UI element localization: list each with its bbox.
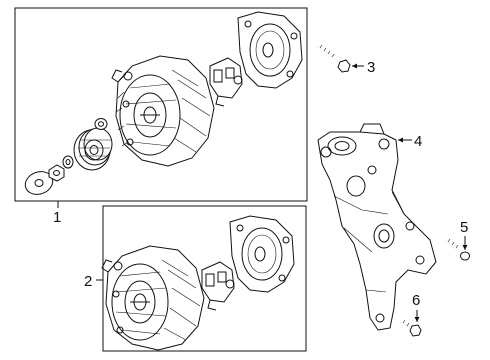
rear-cover-1 xyxy=(237,11,303,89)
callout-3: 3 xyxy=(367,59,375,76)
mounting-bracket xyxy=(317,123,437,331)
voltage-regulator-2 xyxy=(201,261,235,311)
box-assembly-2 xyxy=(102,205,307,352)
callout-6: 6 xyxy=(412,292,420,309)
callout-1: 1 xyxy=(53,209,61,226)
leader-5 xyxy=(462,236,468,250)
bolt-3 xyxy=(315,44,351,73)
alternator-1 xyxy=(111,55,215,167)
pulley xyxy=(73,127,113,171)
alternator-2 xyxy=(101,245,205,351)
callout-5: 5 xyxy=(460,219,468,236)
callout-2: 2 xyxy=(84,273,92,290)
callout-4: 4 xyxy=(414,133,422,150)
spacer-washer xyxy=(62,155,74,169)
leader-3 xyxy=(352,63,364,69)
bolt-5 xyxy=(443,238,470,261)
box-assembly-1 xyxy=(14,7,308,202)
nut xyxy=(48,164,65,182)
washer xyxy=(24,171,54,195)
leader-4 xyxy=(398,137,412,143)
leader-6 xyxy=(414,310,420,322)
voltage-regulator-1 xyxy=(209,57,243,107)
small-ring xyxy=(94,118,108,130)
bolt-6 xyxy=(399,319,422,337)
rear-cover-2 xyxy=(229,215,295,293)
